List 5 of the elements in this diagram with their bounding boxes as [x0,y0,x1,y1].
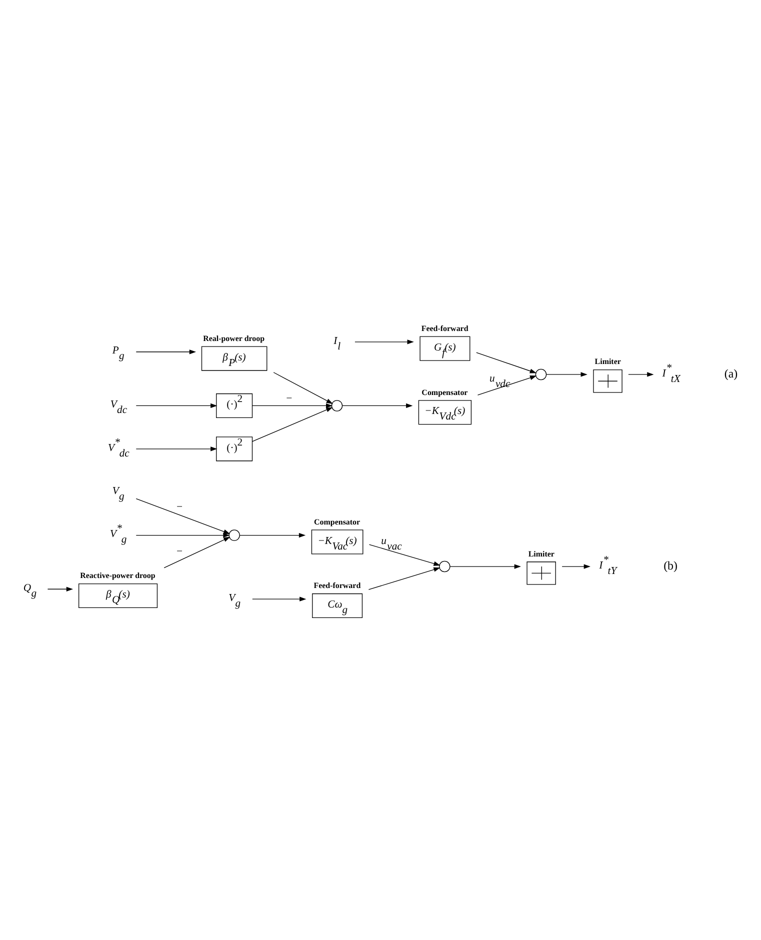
edge-label: − [176,501,184,512]
label: (a) [724,366,738,380]
label: (b) [664,558,678,572]
edge-label: − [285,393,293,404]
edge-label: − [176,546,184,557]
